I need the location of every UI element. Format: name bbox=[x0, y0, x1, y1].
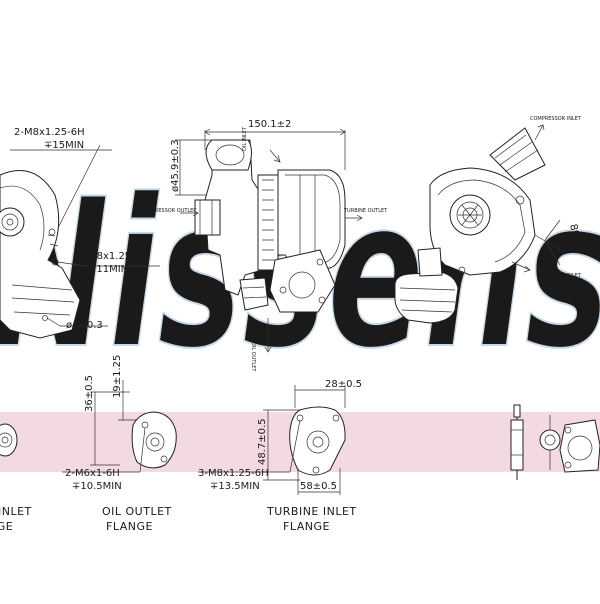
left-thread-bottom: M8x1.25-6H bbox=[88, 251, 149, 262]
left-depth-bottom: ∓11MIN bbox=[88, 264, 128, 275]
flange-gasket-drawing bbox=[559, 419, 600, 473]
center-turbo-view bbox=[175, 128, 363, 353]
center-width-dim: 150.1±2 bbox=[248, 119, 291, 130]
left-depth-top: ∓15MIN bbox=[44, 140, 84, 151]
turbine-outlet-label: TURBINE OUTLET bbox=[343, 208, 388, 214]
turbine-flange-label-1: TURBINE INLET bbox=[266, 505, 357, 518]
oil-depth: ∓10.5MIN bbox=[72, 481, 122, 492]
left-turbo-view bbox=[0, 144, 160, 339]
turbine-dim-48: 48.7±0.5 bbox=[257, 418, 268, 465]
turbine-flange-label-2: FLANGE bbox=[283, 520, 330, 533]
compressor-outlet-label: COMPRESSOR OUTLET bbox=[140, 208, 197, 214]
washer-drawing bbox=[539, 415, 561, 470]
left-flange-drawing bbox=[0, 423, 18, 457]
left-flange-label-1: INLET bbox=[0, 505, 32, 518]
turbine-inlet-flange-drawing bbox=[198, 385, 346, 495]
oil-flange-label-2: FLANGE bbox=[106, 520, 153, 533]
right-turbo-view bbox=[394, 124, 561, 324]
turbine-inlet-label: TURBINE INLET bbox=[542, 273, 582, 279]
oil-thread: 2-M6x1-6H bbox=[65, 468, 120, 479]
oil-flange-label-1: OIL OUTLET bbox=[102, 505, 172, 518]
compressor-inlet-label: COMPRESSOR INLET bbox=[530, 116, 582, 122]
center-height-dim: ø45.9±0.3 bbox=[170, 139, 181, 192]
actuator-rod-drawing bbox=[510, 404, 524, 480]
turbine-dim-28: 28±0.5 bbox=[325, 379, 362, 390]
turbine-depth: ∓13.5MIN bbox=[210, 481, 260, 492]
oil-outlet-flange-drawing bbox=[62, 380, 177, 473]
oil-inlet-label: OIL INLET bbox=[242, 126, 248, 151]
oil-outlet-label: OIL OUTLET bbox=[250, 342, 256, 372]
left-flange-label-2: NGE bbox=[0, 520, 13, 533]
turbine-thread: 3-M8x1.25-6H bbox=[198, 468, 269, 479]
oil-dim-19: 19±1.25 bbox=[112, 355, 123, 398]
left-diameter: ø4±0.3 bbox=[66, 320, 103, 331]
oil-dim-36: 36±0.5 bbox=[84, 375, 95, 412]
left-thread-top: 2-M8x1.25-6H bbox=[14, 127, 85, 138]
turbine-dim-58: 58±0.5 bbox=[300, 481, 337, 492]
